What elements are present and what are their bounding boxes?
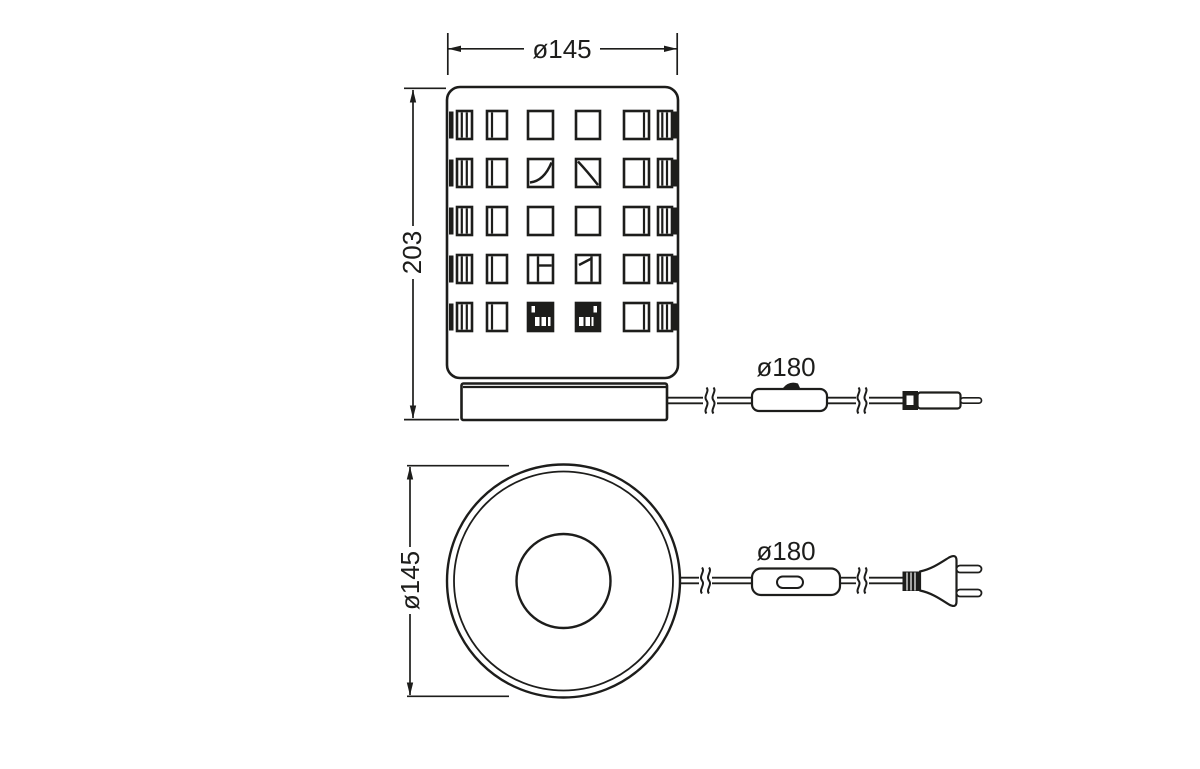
power-cord-top-view: ø180 [681,536,983,608]
bulb-curve-right [577,160,599,186]
dimension-front-height: 203 [397,87,459,421]
plan-view: ø145 [395,463,983,699]
dimension-front-height-label: 203 [397,231,427,274]
base-circles [445,463,682,699]
socket-lines [536,256,593,282]
bulb-curve-left [529,162,553,184]
dark-interior-holes [528,303,600,331]
dimension-front-cord-label: ø180 [756,352,815,382]
euro-plug-top [902,554,983,608]
front-view: ø145 203 [397,33,983,422]
inline-switch-side [750,382,829,413]
cable-break-icon [699,566,712,595]
dimension-plan-cord-label: ø180 [756,536,815,566]
dimension-plan-diameter: ø145 [395,464,509,698]
perforation-pattern [447,109,679,333]
inline-switch-top [750,567,842,597]
cable-break-icon [856,386,868,415]
euro-plug-side [902,391,983,410]
dimension-front-width: ø145 [446,33,679,75]
dimension-plan-diameter-label: ø145 [395,551,425,610]
power-cord-side-view: ø180 [667,352,983,415]
dimension-front-width-label: ø145 [532,34,591,64]
cable-break-icon [704,386,716,415]
cable-break-icon [856,566,868,595]
lamp-base [460,382,669,422]
